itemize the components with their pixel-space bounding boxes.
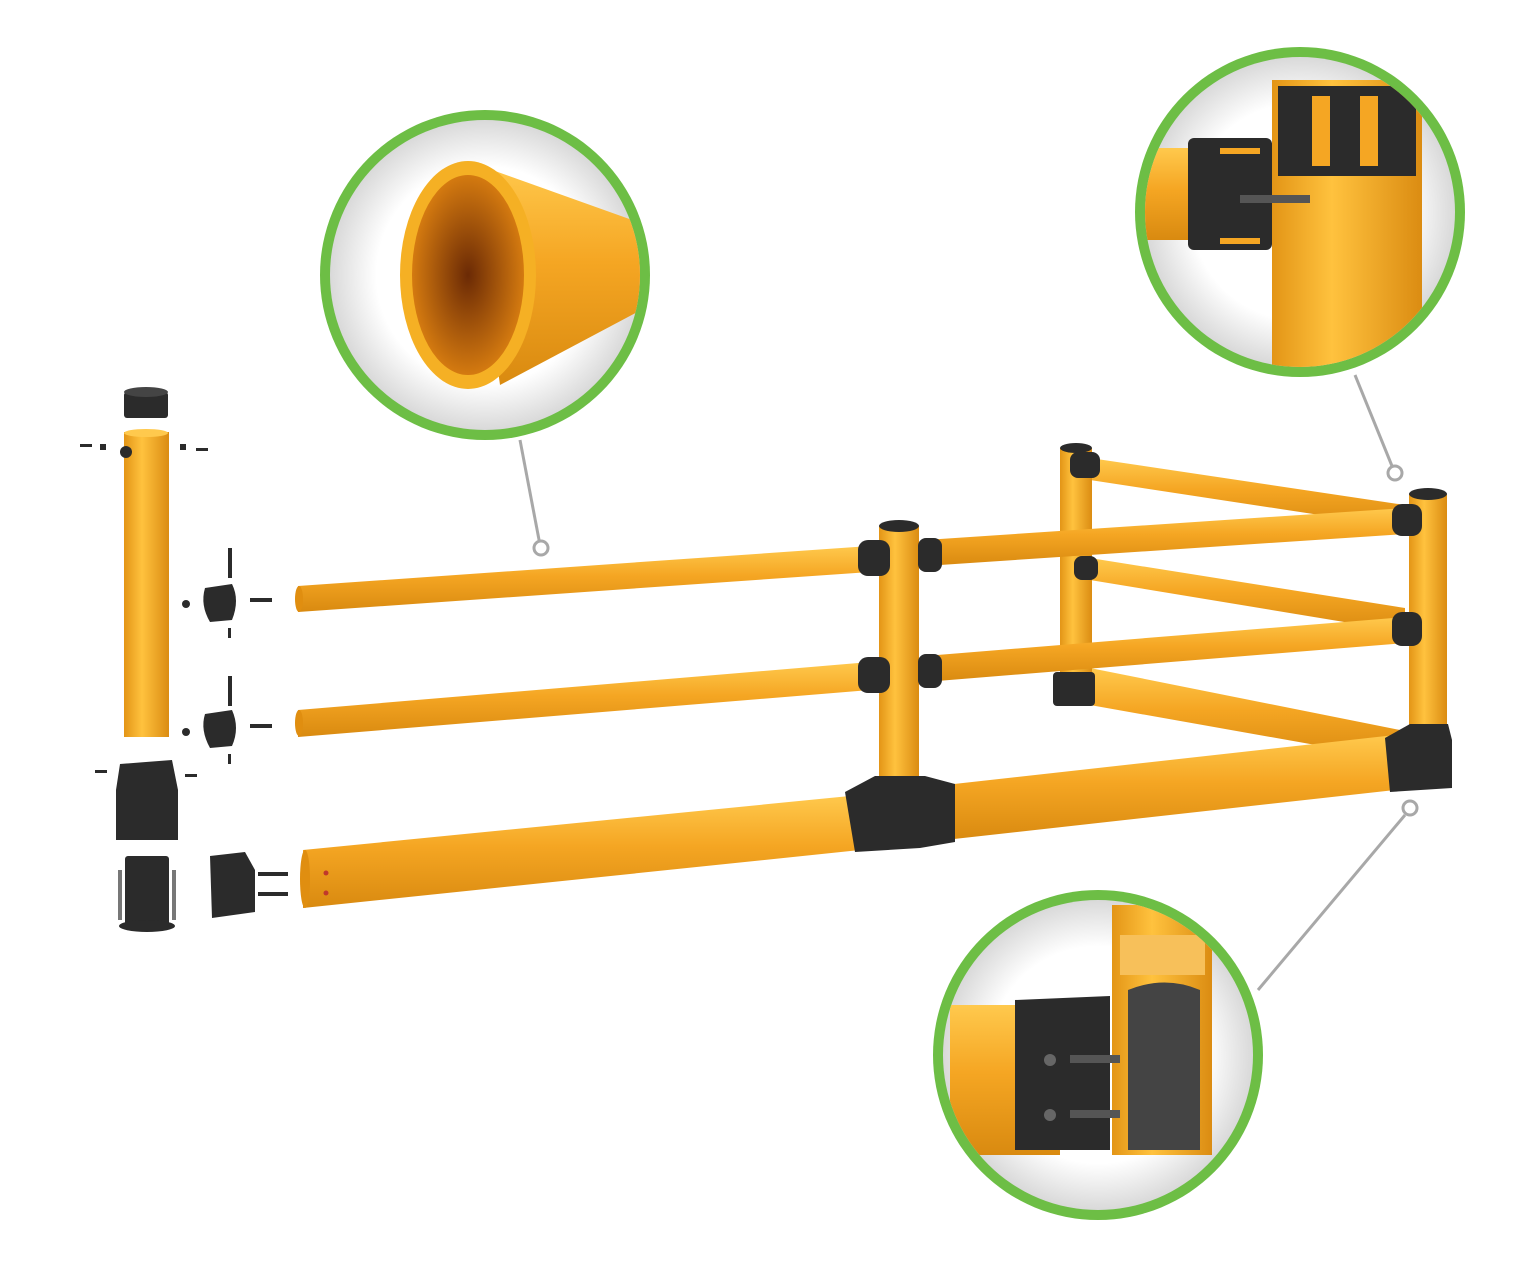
base-fitting (845, 776, 955, 852)
leader-dot-tube (532, 539, 550, 557)
leader-dot-corner (1386, 464, 1404, 482)
post-cap (124, 392, 168, 418)
base-bracket (125, 856, 169, 926)
loose-post (124, 432, 169, 737)
front-rails (295, 488, 1452, 908)
top-rail (298, 546, 870, 612)
exploded-parts (80, 387, 288, 932)
base-clamp-icon (1015, 996, 1110, 1150)
clamp-fitting-icon (1188, 138, 1272, 250)
clamp-bracket (210, 852, 255, 918)
middle-rail (298, 662, 870, 737)
base-sleeve (116, 760, 178, 840)
leader-lines (518, 374, 1419, 991)
callout-corner-fitting (1135, 47, 1465, 377)
leader-dot-base (1401, 799, 1419, 817)
bottom-rail (303, 795, 860, 908)
callout-tube-end (320, 110, 650, 440)
callout-base-fitting (933, 890, 1263, 1220)
back-rails (1053, 443, 1405, 760)
